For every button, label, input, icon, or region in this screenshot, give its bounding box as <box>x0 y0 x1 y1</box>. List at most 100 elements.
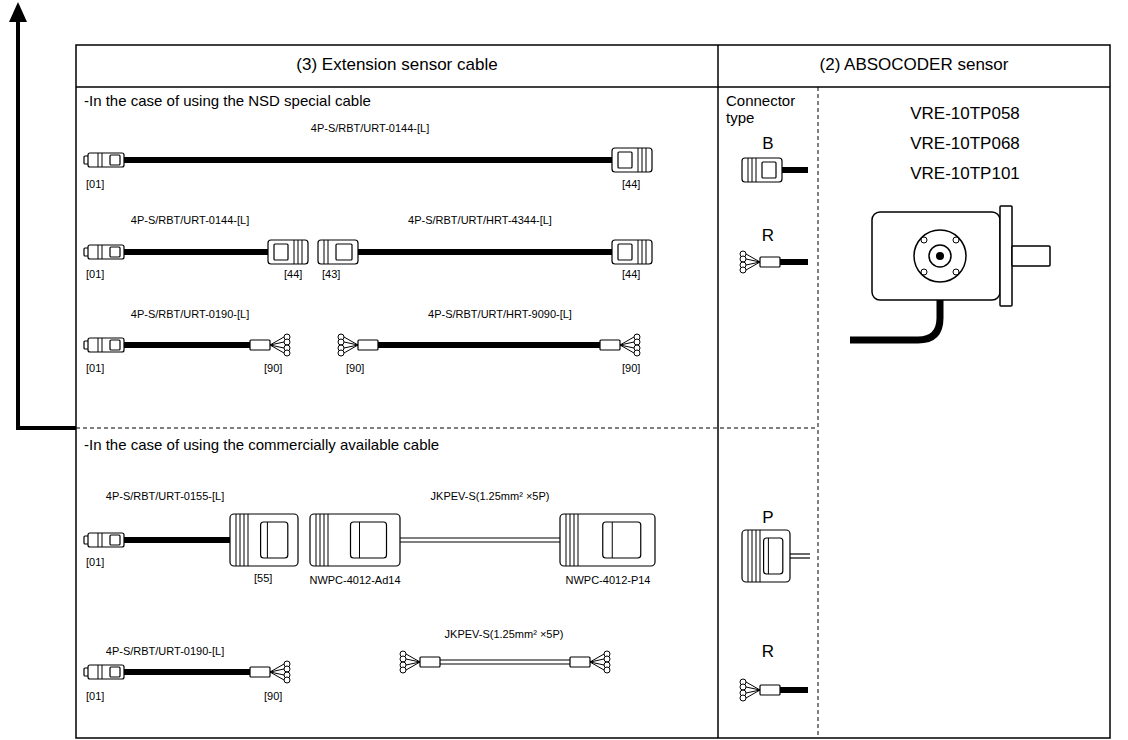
connector-ridge <box>756 530 757 582</box>
sensor-model: VRE-10TP101 <box>910 164 1020 184</box>
connector-ridge <box>570 514 571 566</box>
connector-ridge <box>359 522 360 558</box>
cable-code: 4P-S/RBT/URT/HRT-4344-[L] <box>408 214 552 227</box>
section-note: -In the case of using the NSD special ca… <box>84 92 371 109</box>
connector-ridge <box>638 148 639 172</box>
dashed-rule <box>76 428 818 429</box>
connector-ridge <box>102 338 103 352</box>
cable <box>780 259 808 265</box>
connector-plug <box>110 667 120 677</box>
connector-ridge <box>646 148 647 172</box>
wire-end <box>344 342 358 345</box>
connector-ridge <box>574 514 575 566</box>
connector-ridge <box>236 514 237 566</box>
connector-ridge <box>324 240 325 264</box>
cable-sleeve <box>760 257 780 267</box>
connector-plug <box>110 155 120 165</box>
connector-ridge <box>328 514 329 566</box>
connector-ridge <box>756 158 757 182</box>
cable <box>400 541 560 542</box>
connector-code: [90] <box>264 690 282 703</box>
connector-type: B <box>762 134 773 154</box>
connector-code: [01] <box>86 690 104 703</box>
receptacle-connector <box>230 514 298 566</box>
cable <box>440 659 570 660</box>
connector-code: NWPC-4012-P14 <box>566 574 651 587</box>
wire-terminal <box>338 339 344 345</box>
wire-terminal <box>604 667 610 673</box>
round-connector <box>351 522 387 558</box>
wire-terminal <box>338 350 344 356</box>
connector-ridge <box>316 514 317 566</box>
cable <box>790 553 810 554</box>
drawing <box>9 2 1110 738</box>
connector-plug <box>110 247 120 257</box>
connector-ridge <box>638 240 639 264</box>
cable <box>124 669 252 675</box>
connector-ridge <box>578 514 579 566</box>
sensor-shaft <box>1012 246 1050 266</box>
connector-ridge <box>98 533 99 547</box>
arrow-head <box>9 2 27 22</box>
wire-terminal <box>740 695 746 701</box>
dashed-rule <box>818 87 819 738</box>
connector-code: [01] <box>86 178 104 191</box>
connector-type: R <box>762 226 774 246</box>
wire-end <box>406 662 420 670</box>
wire-end <box>344 337 358 345</box>
wire-end <box>620 337 634 345</box>
connector-socket <box>274 244 288 260</box>
connector-ridge <box>102 665 103 679</box>
connector-ridge <box>302 240 303 264</box>
connector-code: [90] <box>264 362 282 375</box>
receptacle-connector <box>261 522 288 558</box>
wire-end <box>270 669 284 672</box>
cable-code: 4P-S/RBT/URT-0190-[L] <box>131 308 249 321</box>
connector-ridge <box>642 240 643 264</box>
cable-sleeve <box>250 667 270 677</box>
connector-socket <box>612 148 652 172</box>
cable-code: JKPEV-S(1.25mm² ×5P) <box>445 628 564 641</box>
cable-sleeve <box>250 340 270 350</box>
wire-end <box>344 345 358 353</box>
connector-plug <box>88 665 124 679</box>
wire-terminal <box>284 666 290 672</box>
connector-code: [01] <box>86 268 104 281</box>
connector-plug <box>88 245 124 259</box>
wire-end <box>406 659 420 662</box>
wire-end <box>590 659 604 662</box>
connector-ridge <box>248 514 249 566</box>
cable-code: 4P-S/RBT/URT-0155-[L] <box>106 490 224 503</box>
connector-ridge <box>752 530 753 582</box>
cable <box>378 342 602 348</box>
connector-code: [55] <box>254 572 272 585</box>
cable <box>782 167 808 173</box>
connector-ridge <box>98 338 99 352</box>
table-rule <box>717 45 719 738</box>
connector-ridge <box>566 514 567 566</box>
screw-hole <box>953 269 959 275</box>
connector-ridge <box>646 240 647 264</box>
connector-socket <box>612 240 652 264</box>
wire-terminal <box>604 656 610 662</box>
column-header: Connector type <box>726 92 811 127</box>
sensor-model: VRE-10TP068 <box>910 134 1020 154</box>
cable <box>124 157 612 163</box>
table-rule <box>76 86 1110 88</box>
connector-code: [01] <box>86 362 104 375</box>
wire-terminal <box>284 350 290 356</box>
connector-ridge <box>240 514 241 566</box>
cable-gland <box>929 245 951 267</box>
cable <box>440 663 570 664</box>
cable-code: 4P-S/RBT/URT-0144-[L] <box>311 122 429 135</box>
wire-end <box>746 690 760 698</box>
connector-plug <box>88 533 124 547</box>
round-connector <box>560 514 655 566</box>
wire-end <box>746 259 760 262</box>
screw-hole <box>953 237 959 243</box>
round-connector <box>603 522 641 558</box>
connector-ridge <box>324 514 325 566</box>
cable-sleeve <box>760 685 780 695</box>
wire-end <box>746 687 760 690</box>
